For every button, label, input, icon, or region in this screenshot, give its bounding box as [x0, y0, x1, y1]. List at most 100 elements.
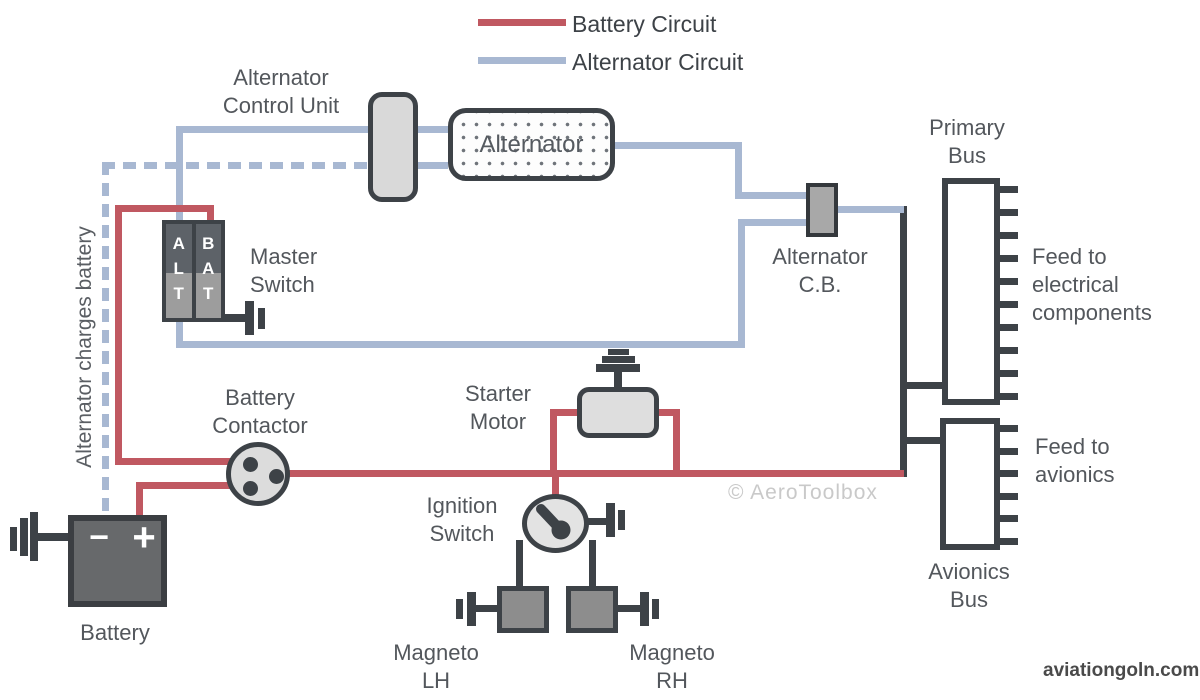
acu-to-alternator-wire-top — [418, 126, 448, 133]
bus-feed-tick — [999, 447, 1018, 455]
avionics-bus-stub — [900, 437, 940, 444]
bat-toggle-letter: B — [202, 234, 215, 253]
battery-label: Battery — [80, 620, 150, 645]
acu-to-alternator-wire-bottom — [418, 162, 448, 169]
avionics-bus-box — [940, 418, 1000, 550]
legend-battery-label: Battery Circuit — [572, 11, 717, 37]
starter-ground-icon — [596, 364, 640, 372]
alt-switch-bottom-wire — [176, 320, 183, 348]
site-credit-text: aviationgoln.com — [1043, 660, 1200, 681]
ignition-feed-wire — [552, 474, 559, 498]
bus-feed-tick — [999, 515, 1018, 522]
starter-ground-icon — [608, 349, 629, 355]
charges-battery-note: Alternator charges battery — [73, 226, 96, 468]
bus-feed-tick — [999, 470, 1018, 477]
battery-box: − + — [68, 515, 167, 607]
master-switch-box: A L T B A T — [162, 220, 225, 322]
master-switch-ground-icon — [245, 301, 254, 335]
battery-plus-terminal: + — [132, 515, 156, 560]
main-power-wire — [276, 470, 904, 477]
ignition-ground-icon — [618, 510, 625, 530]
magneto-rh-box — [566, 586, 618, 633]
alternator-circuit-breaker-box — [806, 183, 838, 237]
magneto-rh-ground-icon — [652, 599, 659, 619]
bat-toggle-switch: B A T — [195, 224, 221, 318]
battery-ground-icon — [30, 512, 38, 561]
master-switch-ground-icon — [258, 308, 265, 329]
ignition-switch-label: Ignition Switch — [426, 493, 498, 546]
acu-label: Alternator Control Unit — [222, 65, 340, 118]
ignition-switch-circle — [522, 494, 589, 553]
field-return-horizontal-wire — [176, 341, 745, 348]
battery-ground-icon — [38, 533, 68, 541]
ignition-to-magneto-lh-wire — [516, 540, 523, 588]
legend-alternator-line — [478, 57, 566, 64]
battery-contactor-label: Battery Contactor — [212, 385, 308, 438]
contactor-terminal-dot — [243, 457, 258, 472]
bus-feed-tick — [999, 209, 1018, 216]
bus-feed-tick — [999, 425, 1018, 432]
contactor-coil-wire — [115, 458, 252, 465]
alt-switch-top-wire — [176, 126, 183, 222]
alternator-cb-label: Alternator C.B. — [772, 244, 868, 297]
feed-electrical-label: Feed to electrical components — [1032, 244, 1152, 325]
primary-bus-label: Primary Bus — [929, 115, 1005, 168]
cb-output-wire — [838, 206, 904, 213]
bus-feed-tick — [999, 370, 1018, 377]
legend-battery-line — [478, 19, 566, 26]
alt-toggle-switch: A L T — [166, 224, 192, 318]
bus-feed-tick — [999, 278, 1018, 285]
bat-toggle-letter: T — [203, 284, 214, 303]
alt-toggle-letter: T — [173, 284, 184, 303]
primary-bus-box — [942, 178, 1000, 405]
bus-feed-tick — [999, 186, 1018, 193]
starter-right-vertical-wire — [673, 409, 680, 477]
starter-ground-icon — [602, 356, 635, 363]
battery-positive-horizontal-wire — [136, 482, 252, 489]
field-return-vertical-wire — [738, 219, 745, 348]
battery-left-vertical-wire — [115, 205, 122, 465]
bus-feed-tick — [999, 324, 1018, 331]
alt-toggle-letter: L — [173, 259, 184, 278]
bus-feed-tick — [999, 492, 1018, 500]
acu-feed-horizontal-wire — [176, 126, 368, 133]
bat-switch-drop-wire — [207, 205, 214, 223]
bus-feed-tick — [999, 537, 1018, 545]
primary-bus-stub — [900, 382, 942, 389]
bus-junction-line — [900, 206, 907, 477]
bus-feed-tick — [999, 232, 1018, 239]
legend-alternator-label: Alternator Circuit — [572, 49, 744, 75]
avionics-bus-label: Avionics Bus — [928, 559, 1010, 612]
feed-avionics-label: Feed to avionics — [1035, 434, 1115, 487]
magneto-lh-ground-icon — [456, 599, 463, 619]
magneto-lh-label: Magneto LH — [393, 640, 479, 693]
ignition-ground-icon — [606, 503, 615, 537]
watermark-text: © AeroToolbox — [728, 481, 878, 504]
magneto-rh-ground-icon — [617, 605, 641, 612]
bat-toggle-letter: A — [202, 259, 215, 278]
master-switch-ground-icon — [225, 314, 249, 322]
contactor-terminal-dot — [269, 469, 284, 484]
alternator-output-wire — [612, 142, 742, 149]
starter-motor-label: Starter Motor — [464, 381, 532, 434]
alternator-control-unit-box — [368, 92, 418, 202]
cb-input-wire — [735, 192, 806, 199]
magneto-rh-label: Magneto RH — [629, 640, 715, 693]
starter-motor-box — [577, 387, 659, 438]
battery-positive-vertical-wire — [136, 482, 143, 517]
magneto-rh-ground-icon — [640, 592, 649, 626]
alternator-box-label: Alternator — [479, 130, 584, 158]
starter-left-horizontal-wire — [550, 409, 580, 416]
battery-ground-icon — [20, 518, 28, 556]
starter-left-vertical-wire — [550, 409, 557, 477]
ignition-to-magneto-rh-wire — [589, 540, 596, 588]
bus-feed-tick — [999, 301, 1018, 308]
starter-right-horizontal-wire — [656, 409, 680, 416]
battery-contactor-circle — [226, 442, 290, 506]
bus-feed-tick — [999, 393, 1018, 400]
contactor-terminal-dot — [243, 481, 258, 496]
alternator-box: Alternator — [448, 108, 615, 181]
master-switch-label: Master Switch — [250, 244, 318, 297]
bus-feed-tick — [999, 347, 1018, 354]
battery-ground-icon — [10, 527, 17, 551]
